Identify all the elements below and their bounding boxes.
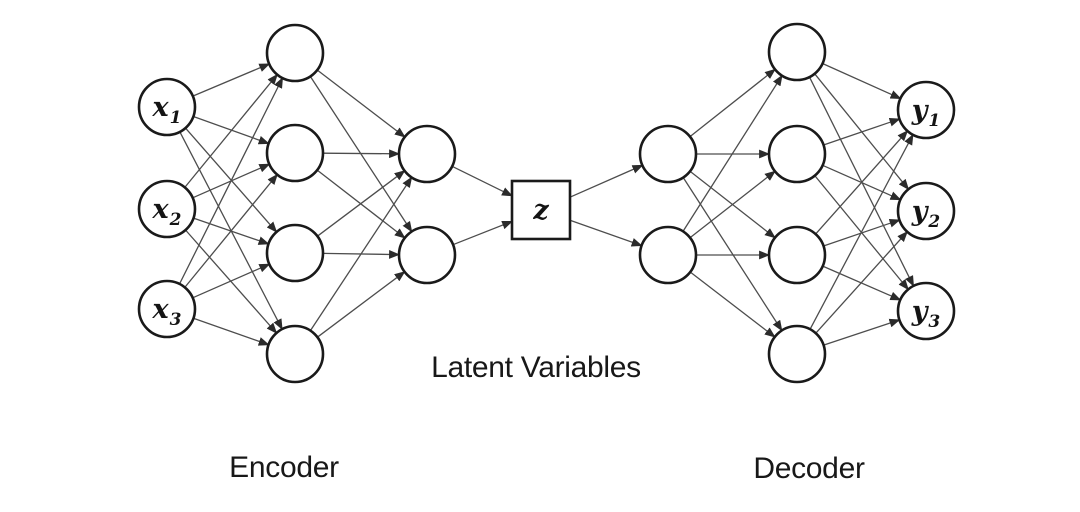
edge-decoder-hidden-1-0-to-decoder-hidden-2-3 xyxy=(682,177,783,332)
input-layer-node-3 xyxy=(137,279,197,339)
encoder-hidden-2-node-2 xyxy=(397,225,457,285)
decoder-hidden-2-node-4 xyxy=(767,324,827,384)
decoder-hidden-2-node-2 xyxy=(767,124,827,184)
output-layer-node-3 xyxy=(896,281,956,341)
edge-input-layer-2-to-encoder-hidden-1-2 xyxy=(192,263,271,299)
input-layer-node-2 xyxy=(137,179,197,239)
encoder-hidden-1-node-1 xyxy=(265,23,325,83)
encoder-label: Encoder xyxy=(229,451,339,484)
edge-input-layer-2-to-encoder-hidden-1-1 xyxy=(184,173,278,288)
edge-decoder-hidden-2-0-to-output-layer-0 xyxy=(822,62,902,100)
input-layer-node-1 xyxy=(137,77,197,137)
edge-input-layer-1-to-encoder-hidden-1-0 xyxy=(184,73,278,188)
output-layer-node-label-y2: y2 xyxy=(911,196,941,232)
latent-variables-label: Latent Variables xyxy=(431,351,641,384)
output-layer-node-label-y1: y1 xyxy=(911,95,941,131)
output-layer-node-label-y3: y3 xyxy=(911,296,941,332)
edge-encoder-hidden-1-1-to-encoder-hidden-2-0 xyxy=(322,149,401,159)
decoder-label: Decoder xyxy=(753,452,865,485)
nodes: x1 x2 x3 z y1 y2 y3 xyxy=(137,22,956,384)
edge-input-layer-2-to-encoder-hidden-1-0 xyxy=(178,77,284,285)
edge-decoder-hidden-2-2-to-output-layer-0 xyxy=(815,130,909,235)
edge-encoder-hidden-2-1-to-latent-layer-0 xyxy=(452,220,514,246)
edge-decoder-hidden-2-3-to-output-layer-2 xyxy=(823,318,901,346)
encoder-hidden-2-node-1 xyxy=(397,124,457,184)
edge-encoder-hidden-1-2-to-encoder-hidden-2-0 xyxy=(317,170,406,237)
input-layer-node-label-x3: x3 xyxy=(152,294,182,330)
edge-encoder-hidden-1-3-to-encoder-hidden-2-0 xyxy=(309,176,413,331)
edges xyxy=(178,62,915,346)
edge-decoder-hidden-2-3-to-output-layer-1 xyxy=(815,230,908,334)
edge-encoder-hidden-1-0-to-encoder-hidden-2-0 xyxy=(316,69,406,138)
decoder-hidden-2-node-1 xyxy=(767,22,827,82)
decoder-hidden-1-node-1 xyxy=(638,124,698,184)
edge-decoder-hidden-2-1-to-output-layer-0 xyxy=(823,118,901,146)
edge-decoder-hidden-2-0-to-output-layer-2 xyxy=(808,76,915,287)
edge-input-layer-0-to-encoder-hidden-1-0 xyxy=(192,63,271,97)
edge-decoder-hidden-1-1-to-decoder-hidden-2-0 xyxy=(682,74,783,232)
edge-decoder-hidden-1-0-to-decoder-hidden-2-0 xyxy=(689,68,776,138)
input-layer-node-label-x2: x2 xyxy=(152,194,182,230)
edge-decoder-hidden-1-1-to-decoder-hidden-2-1 xyxy=(689,170,776,239)
decoder-hidden-1-node-2 xyxy=(638,225,698,285)
encoder-hidden-1-node-4 xyxy=(265,324,325,384)
input-layer-node-label-x1: x1 xyxy=(152,92,182,128)
edge-encoder-hidden-2-0-to-latent-layer-0 xyxy=(451,165,513,197)
output-layer-node-2 xyxy=(896,181,956,241)
latent-layer-node-label-z: z xyxy=(532,195,549,226)
edge-latent-layer-0-to-decoder-hidden-1-1 xyxy=(569,219,643,247)
output-layer-node-1 xyxy=(896,80,956,140)
encoder-hidden-1-node-3 xyxy=(265,223,325,283)
latent-layer-node-1 xyxy=(510,179,572,241)
edge-encoder-hidden-1-3-to-encoder-hidden-2-1 xyxy=(317,271,406,338)
edge-decoder-hidden-2-3-to-output-layer-0 xyxy=(809,133,914,330)
encoder-hidden-1-node-2 xyxy=(265,123,325,183)
decoder-hidden-2-node-3 xyxy=(767,225,827,285)
edge-input-layer-2-to-encoder-hidden-1-3 xyxy=(193,317,270,346)
edge-decoder-hidden-1-1-to-decoder-hidden-2-3 xyxy=(689,271,776,338)
edge-latent-layer-0-to-decoder-hidden-1-0 xyxy=(569,164,644,198)
